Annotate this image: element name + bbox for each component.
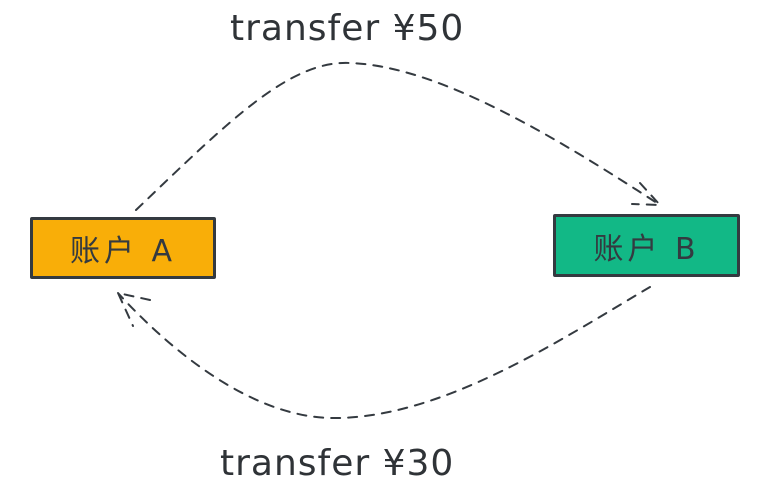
node-account-a-label: 账户 A: [69, 234, 177, 269]
node-account-a: 账户 A: [30, 217, 216, 279]
node-account-b: 账户 B: [553, 214, 740, 277]
edge-label-bottom: transfer ¥30: [220, 443, 455, 484]
edge-label-top: transfer ¥50: [230, 8, 465, 49]
edge-a-to-b: [135, 61, 661, 211]
edge-b-to-a: [117, 286, 651, 420]
arrowhead-b: [631, 182, 661, 206]
arrowhead-a: [117, 292, 151, 327]
node-account-b-label: 账户 B: [593, 231, 700, 267]
